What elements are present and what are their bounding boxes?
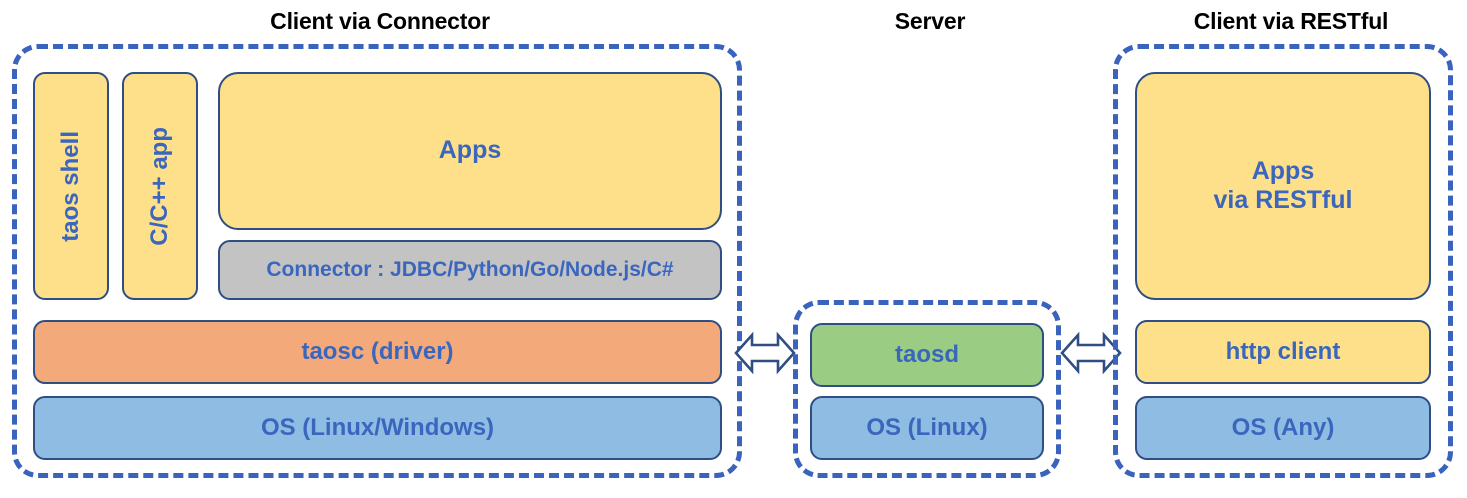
box-os-any[interactable]: OS (Any) — [1135, 396, 1431, 460]
box-apps-via-restful[interactable]: Apps via RESTful — [1135, 72, 1431, 300]
box-taosc-driver[interactable]: taosc (driver) — [33, 320, 722, 384]
bidirectional-arrow-client-to-server — [734, 328, 796, 378]
box-apps-connector-label: Apps — [438, 136, 502, 165]
arrow-shape — [734, 331, 796, 375]
box-apps-connector[interactable]: Apps — [218, 72, 722, 230]
section-title-server: Server — [894, 8, 966, 34]
box-apps-via-restful-label: Apps via RESTful — [1214, 157, 1353, 216]
box-apps-via-restful-label-line1: Apps — [1251, 156, 1315, 185]
box-taos-shell-label: taos shell — [56, 130, 84, 242]
section-title-client-connector: Client via Connector — [270, 8, 490, 34]
box-os-any-label: OS (Any) — [1231, 413, 1335, 441]
box-apps-via-restful-label-line2: via RESTful — [1213, 186, 1353, 214]
group-client-via-restful — [1113, 44, 1453, 478]
section-title-client-restful: Client via RESTful — [1193, 8, 1389, 34]
box-c-cpp-app-label: C/C++ app — [145, 126, 173, 246]
box-taosd-label: taosd — [894, 340, 959, 368]
box-connector[interactable]: Connector : JDBC/Python/Go/Node.js/C# — [218, 240, 722, 300]
box-c-cpp-app[interactable]: C/C++ app — [122, 72, 198, 300]
arrow-shape — [1060, 331, 1122, 375]
box-os-linux[interactable]: OS (Linux) — [810, 396, 1044, 460]
bidirectional-arrow-server-to-restful-client — [1060, 328, 1122, 378]
group-client-via-connector — [12, 44, 742, 478]
box-os-linux-windows[interactable]: OS (Linux/Windows) — [33, 396, 722, 460]
group-server — [793, 300, 1061, 478]
box-os-linux-windows-label: OS (Linux/Windows) — [260, 413, 495, 441]
box-taos-shell[interactable]: taos shell — [33, 72, 109, 300]
box-os-linux-label: OS (Linux) — [866, 413, 988, 441]
box-taosc-driver-label: taosc (driver) — [301, 337, 454, 365]
box-http-client-label: http client — [1225, 337, 1341, 365]
box-taosd[interactable]: taosd — [810, 323, 1044, 387]
box-connector-label: Connector : JDBC/Python/Go/Node.js/C# — [266, 257, 674, 281]
box-http-client[interactable]: http client — [1135, 320, 1431, 384]
